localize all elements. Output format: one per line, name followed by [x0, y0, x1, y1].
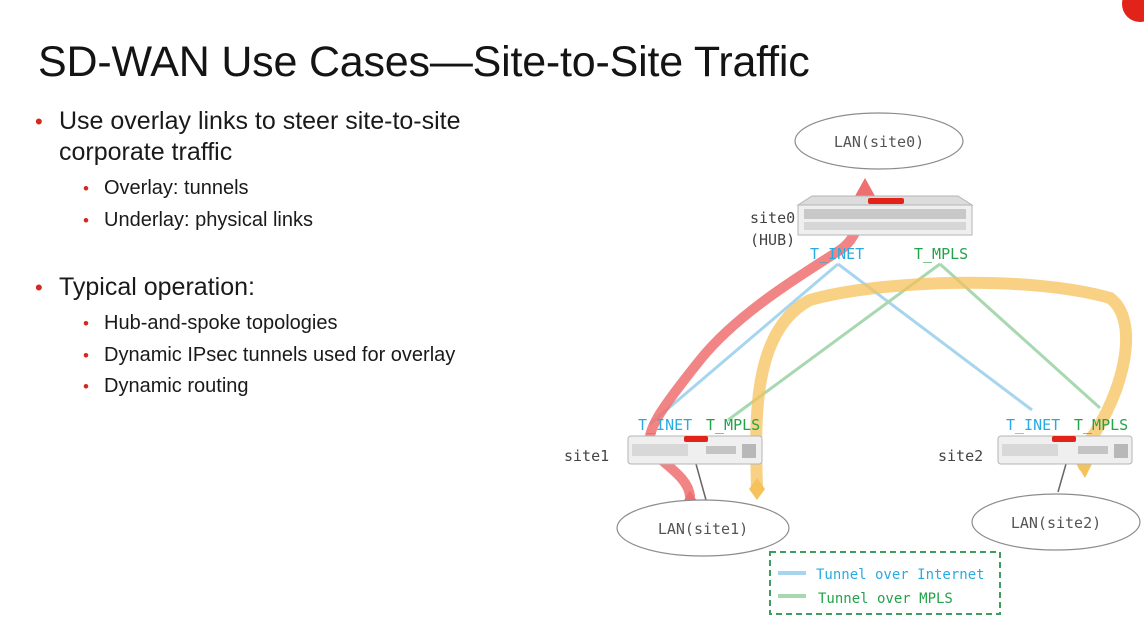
sub-bullet: Dynamic routing [59, 371, 554, 403]
lan-site1-ellipse [616, 499, 790, 557]
lan-site2-label: LAN(site2) [1011, 514, 1101, 532]
bullet-operation-text: Typical operation: [59, 273, 255, 301]
site0-label: site0 [750, 209, 795, 227]
bullet-overlay: Use overlay links to steer site-to-site … [34, 106, 554, 236]
sub-bullet: Dynamic IPsec tunnels used for overlay [59, 340, 554, 372]
lan-site0-ellipse [794, 112, 964, 170]
sub-list-overlay: Overlay: tunnels Underlay: physical link… [59, 173, 554, 236]
bullet-overlay-text: Use overlay links to steer site-to-site … [59, 107, 461, 166]
tunnel-inet-site1 [649, 262, 839, 426]
site0-inet-label: T_INET [810, 245, 864, 263]
legend-internet-label: Tunnel over Internet [816, 567, 985, 583]
sub-bullet: Overlay: tunnels [59, 173, 554, 205]
lan-site1-label: LAN(site1) [658, 520, 748, 538]
site2-mpls-label: T_MPLS [1074, 416, 1128, 434]
yellow-arrowhead-site1 [749, 478, 765, 500]
site2-label: site2 [938, 447, 983, 465]
bullet-list: Use overlay links to steer site-to-site … [34, 106, 554, 403]
site2-device [997, 435, 1133, 465]
legend: Tunnel over Internet Tunnel over MPLS [769, 551, 1001, 615]
hub-device [796, 195, 974, 236]
site1-mpls-label: T_MPLS [706, 416, 760, 434]
bullet-operation: Typical operation: Hub-and-spoke topolog… [34, 272, 554, 403]
site0-mpls-label: T_MPLS [914, 245, 968, 263]
legend-mpls-label: Tunnel over MPLS [818, 591, 953, 607]
yellow-arrowhead-site2 [1075, 462, 1093, 478]
hub-label: (HUB) [750, 231, 795, 249]
site1-label: site1 [564, 447, 609, 465]
slide-title: SD-WAN Use Cases—Site-to-Site Traffic [38, 38, 810, 86]
lan-site2-ellipse [971, 493, 1141, 551]
lan-site1-connector [695, 463, 707, 501]
lan-site2-connector [1057, 463, 1067, 493]
sub-bullet: Underlay: physical links [59, 205, 554, 237]
sub-bullet: Hub-and-spoke topologies [59, 308, 554, 340]
sub-list-operation: Hub-and-spoke topologies Dynamic IPsec t… [59, 308, 554, 403]
lan-site0-label: LAN(site0) [834, 133, 924, 151]
site2-inet-label: T_INET [1006, 416, 1060, 434]
corner-accent-dot [1122, 0, 1144, 22]
site1-inet-label: T_INET [638, 416, 692, 434]
traffic-flow-yellow [750, 276, 1133, 494]
site1-device [627, 435, 763, 465]
red-arrowhead [855, 178, 875, 196]
